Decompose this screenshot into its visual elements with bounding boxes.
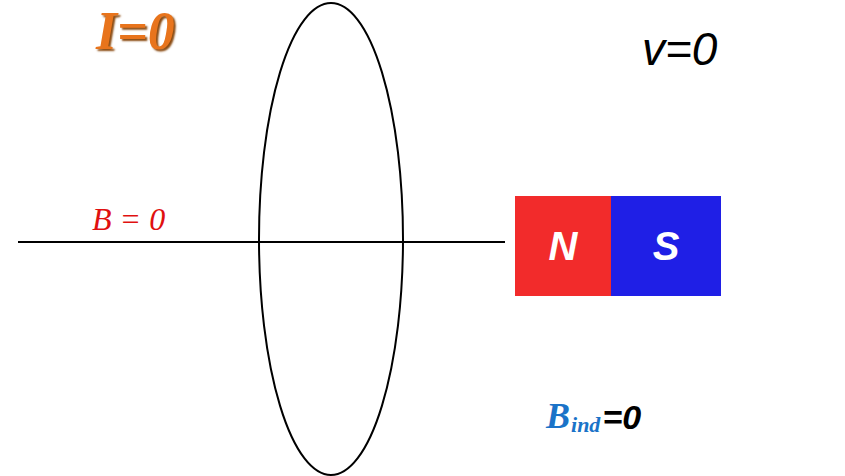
wire-loop bbox=[259, 3, 403, 475]
current-label: I=0 bbox=[96, 4, 175, 58]
axis-line bbox=[18, 241, 505, 243]
velocity-label: v=0 bbox=[642, 26, 717, 72]
magnet-south-pole: S bbox=[611, 196, 721, 296]
induced-field-value: =0 bbox=[602, 400, 641, 434]
pole-letter: N bbox=[549, 226, 578, 266]
pole-letter: S bbox=[653, 226, 680, 266]
induced-field-symbol: B bbox=[546, 398, 570, 434]
magnet-north-pole: N bbox=[515, 196, 611, 296]
field-label: B = 0 bbox=[92, 203, 165, 235]
induced-subscript: ind bbox=[571, 414, 600, 436]
